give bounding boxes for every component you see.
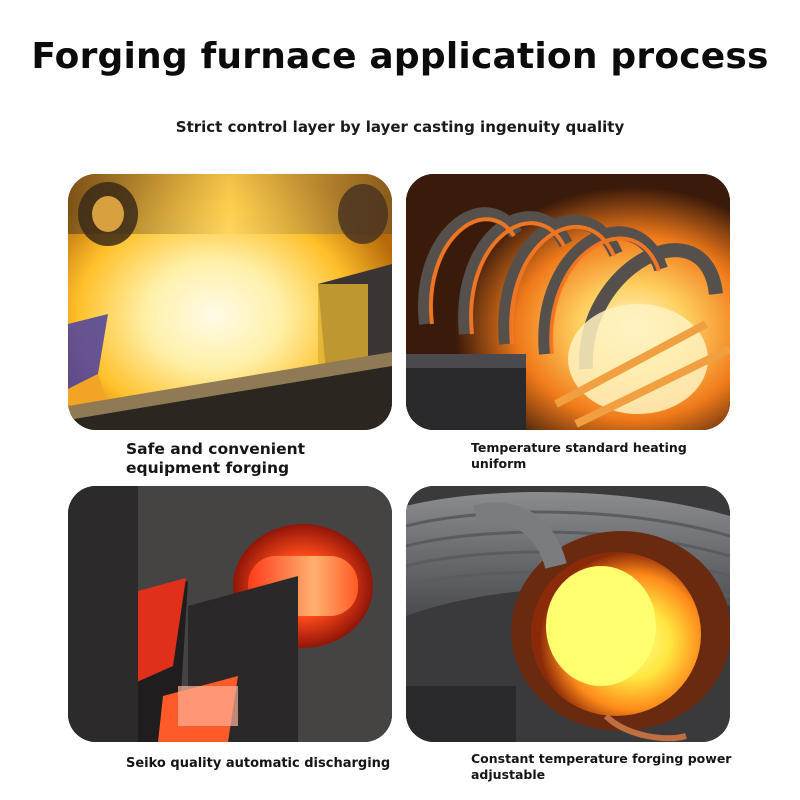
constant-temperature-photo [406, 486, 730, 742]
page-subtitle: Strict control layer by layer casting in… [175, 118, 625, 136]
forging-equipment-photo [68, 174, 392, 430]
caption-power-adjustable: Constant temperature forging power adjus… [471, 751, 732, 782]
discharging-photo [68, 486, 392, 742]
caption-safe-forging: Safe and convenient equipment forging [126, 440, 306, 478]
caption-automatic-discharging: Seiko quality automatic discharging [126, 756, 391, 771]
induction-coil-photo [406, 174, 730, 430]
page-title: Forging furnace application process [31, 36, 769, 77]
caption-uniform-heating: Temperature standard heating uniform [471, 440, 687, 471]
